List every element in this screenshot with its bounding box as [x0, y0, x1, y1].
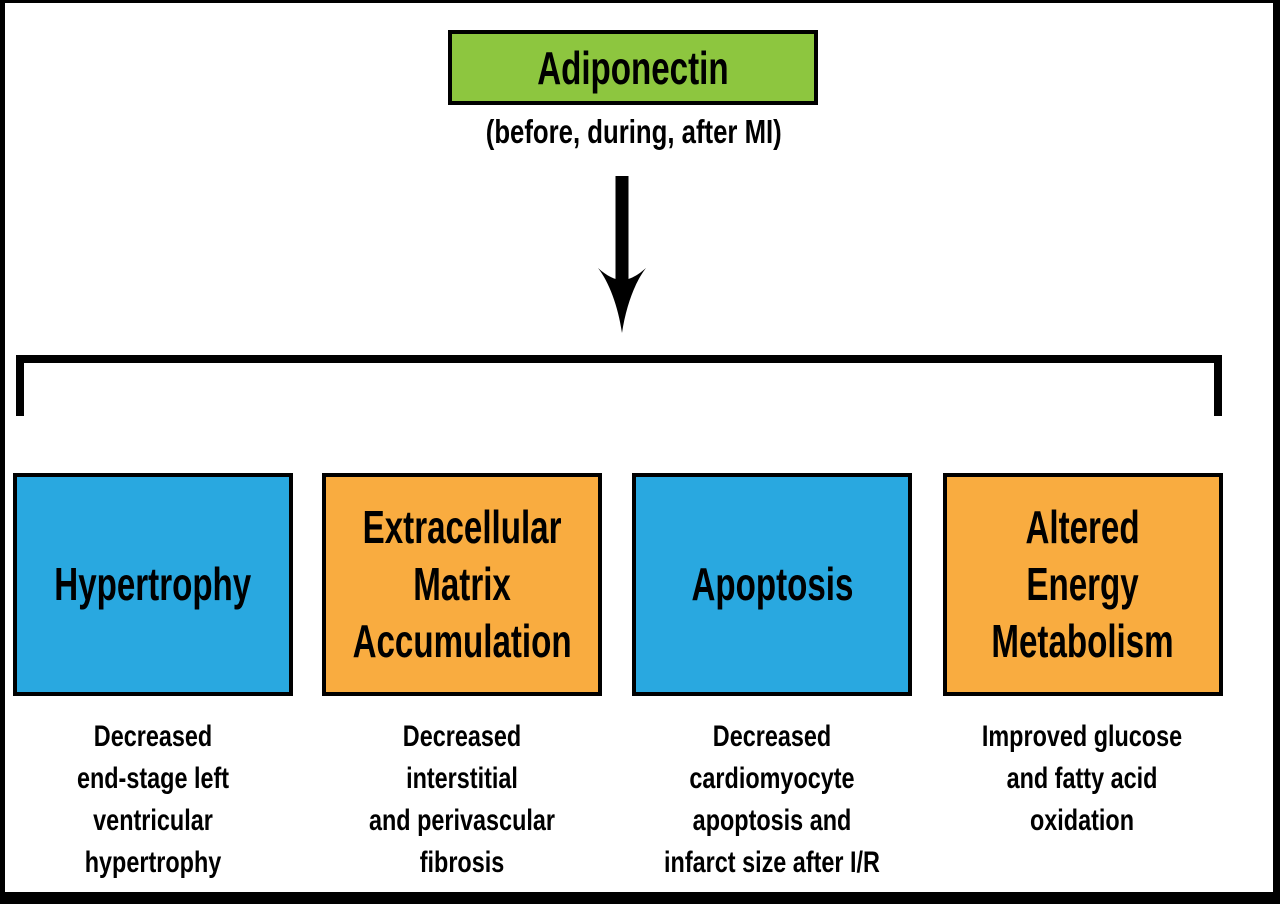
outcome-box-title: Altered Energy Metabolism [991, 501, 1175, 667]
outcome-box-title: Hypertrophy [54, 558, 252, 610]
branch-bracket [16, 355, 1222, 416]
timing-note-text: (before, during, after MI) [485, 113, 783, 150]
outcome-box-hypertrophy: Hypertrophy [13, 473, 293, 696]
outcome-box-apoptosis: Apoptosis [632, 473, 912, 696]
outcome-description-hypertrophy: Decreased end-stage left ventricular hyp… [76, 720, 230, 879]
outcome-box-extracellular-matrix: Extracellular Matrix Accumulation [322, 473, 602, 696]
outcome-description-altered-energy: Improved glucose and fatty acid oxidatio… [981, 720, 1183, 837]
down-arrow-icon [598, 176, 646, 333]
outcome-box-title: Apoptosis [691, 558, 853, 610]
outcome-box-title: Extracellular Matrix Accumulation [352, 501, 572, 667]
source-box-label: Adiponectin [537, 41, 729, 94]
outcome-box-altered-energy: Altered Energy Metabolism [943, 473, 1223, 696]
timing-note: (before, during, after MI) [0, 112, 1268, 152]
outcome-description-extracellular-matrix: Decreased interstitial and perivascular … [368, 720, 555, 879]
source-box-adiponectin: Adiponectin [448, 30, 818, 105]
outcome-description-apoptosis: Decreased cardiomyocyte apoptosis and in… [664, 720, 880, 879]
